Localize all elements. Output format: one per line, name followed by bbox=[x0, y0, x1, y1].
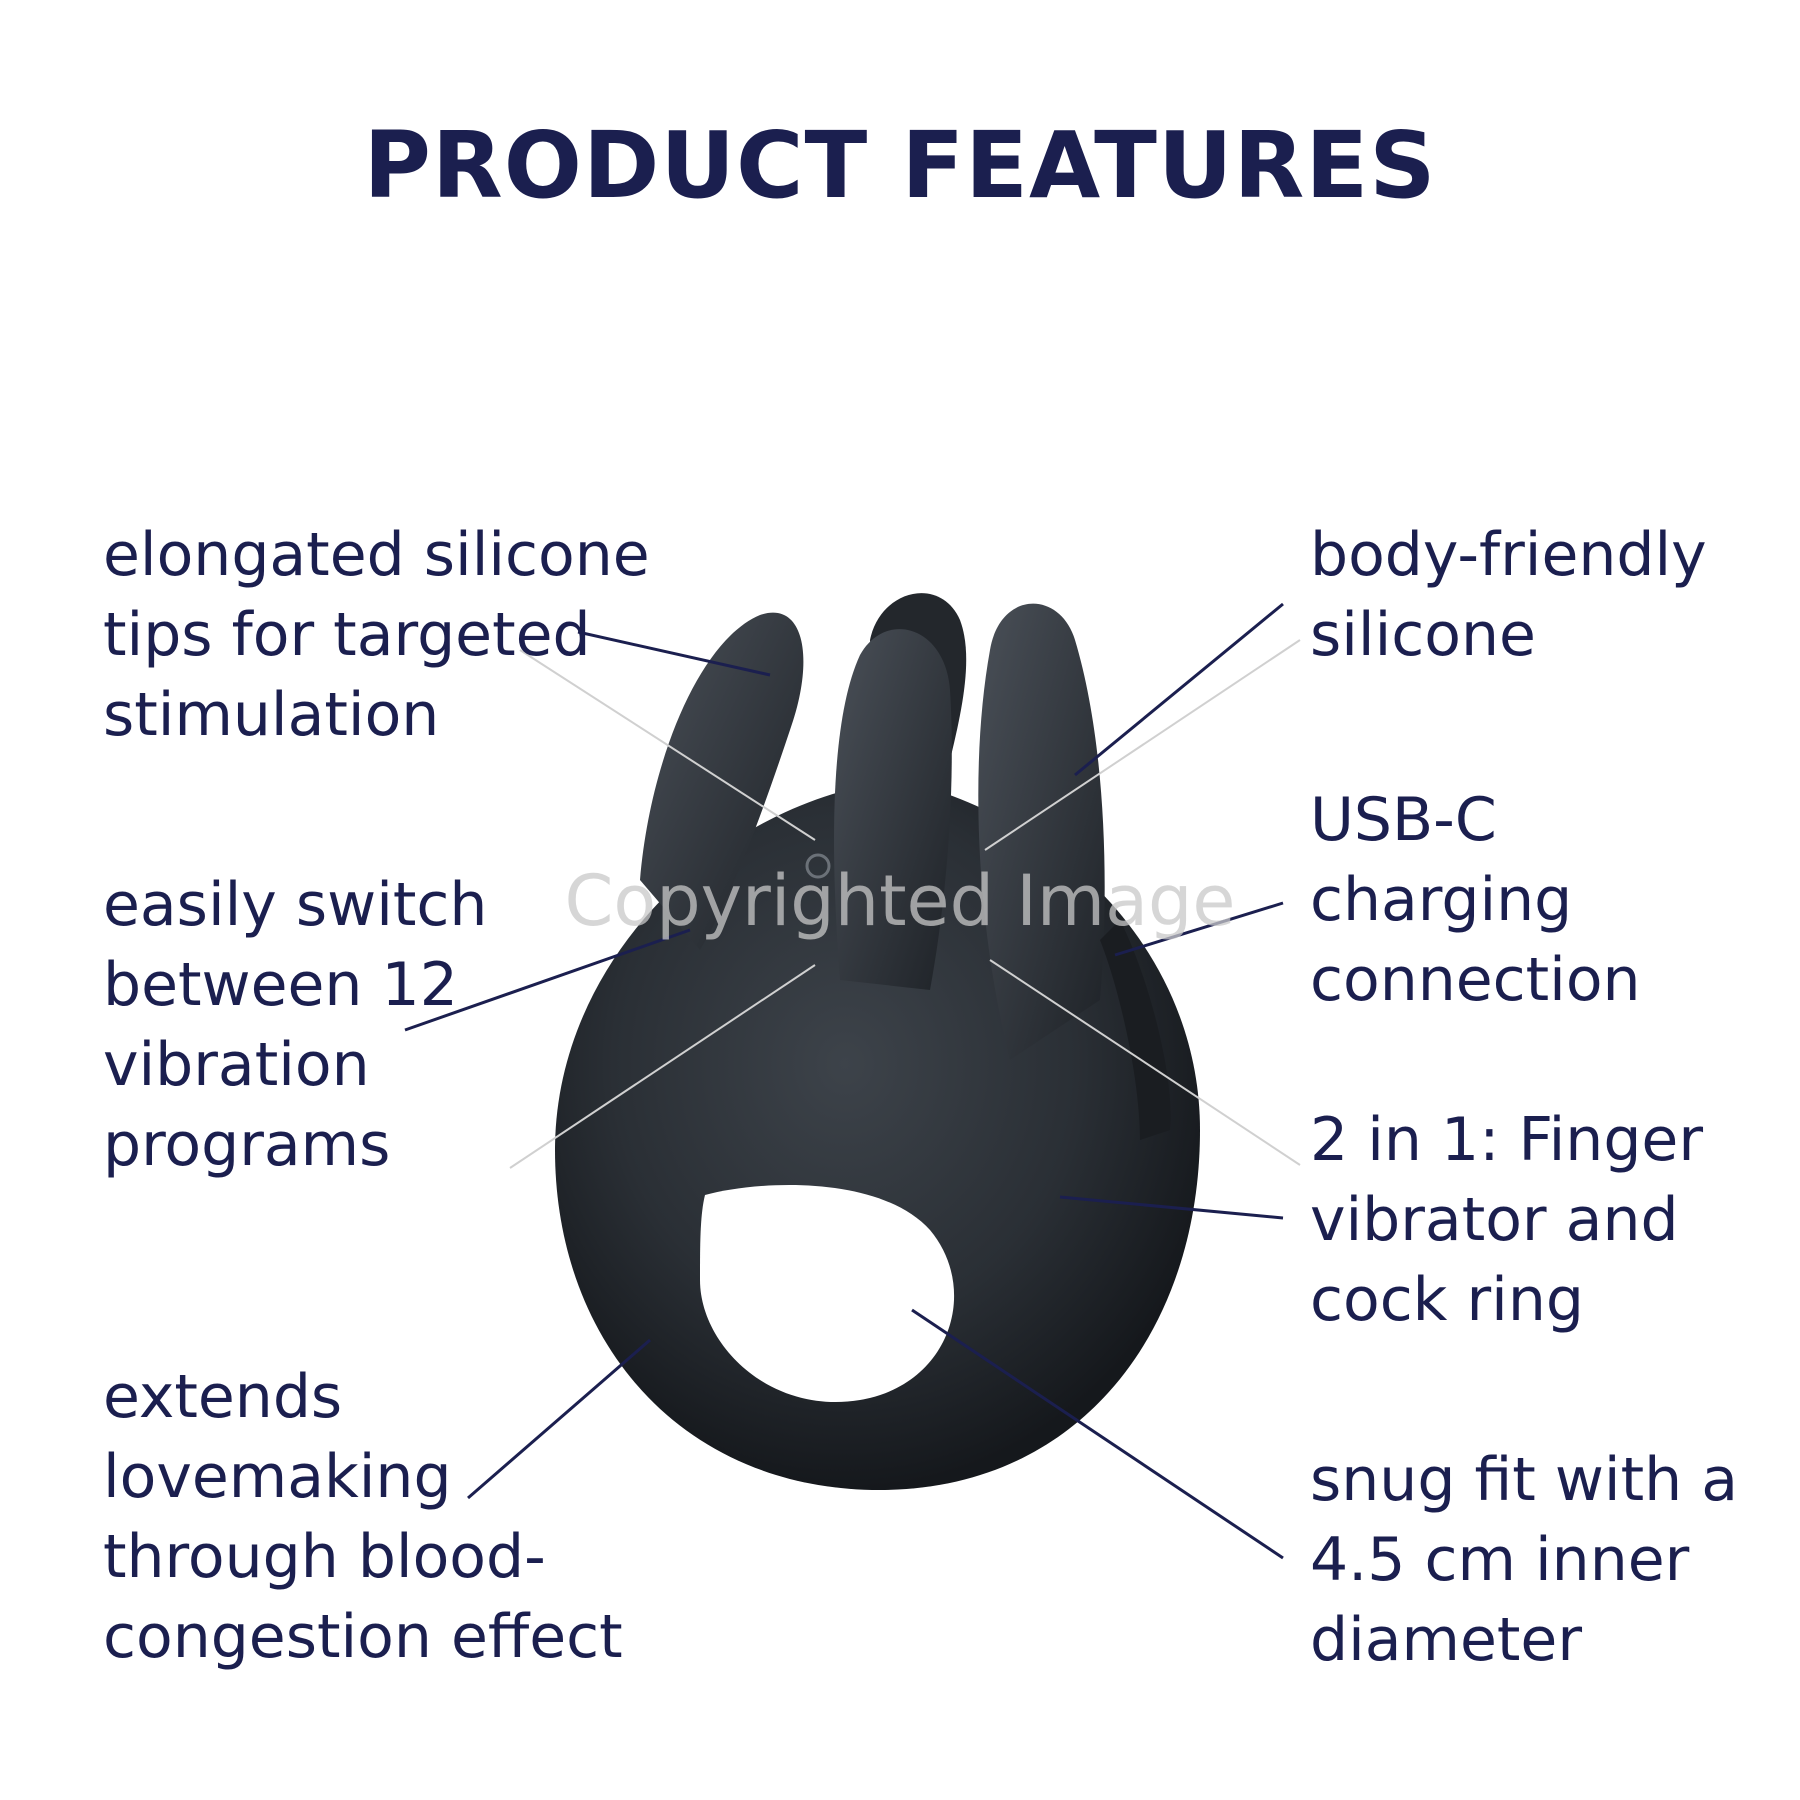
feature-tips: elongated silicone tips for targeted sti… bbox=[103, 520, 650, 750]
power-icon bbox=[805, 853, 831, 879]
ring-hole bbox=[700, 1184, 955, 1403]
feature-silicone: body-friendly silicone bbox=[1310, 520, 1707, 670]
feature-two-in-one: 2 in 1: Finger vibrator and cock ring bbox=[1310, 1105, 1703, 1335]
center-tip bbox=[834, 629, 952, 990]
watermark-lines bbox=[509, 639, 1301, 1169]
callout-lines bbox=[404, 602, 1284, 1560]
feature-usb: USB-C charging connection bbox=[1310, 785, 1641, 1015]
left-tip bbox=[640, 612, 804, 950]
right-tip bbox=[978, 603, 1105, 1060]
page-title: PRODUCT FEATURES bbox=[363, 112, 1437, 219]
feature-lovemaking: extends lovemaking through blood- conges… bbox=[103, 1362, 623, 1672]
charging-strip bbox=[1100, 920, 1171, 1140]
feature-fit: snug fit with a 4.5 cm inner diameter bbox=[1310, 1445, 1738, 1675]
feature-programs: easily switch between 12 vibration progr… bbox=[103, 870, 488, 1180]
watermark-text: Copyrighted Image bbox=[564, 860, 1236, 942]
